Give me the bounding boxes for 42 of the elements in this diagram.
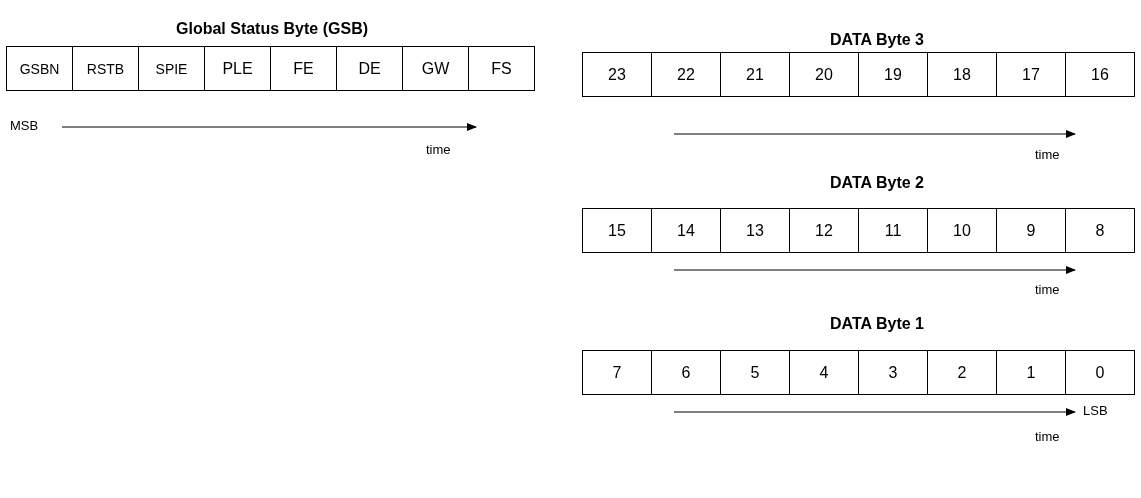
bit-cell: 10 — [927, 208, 997, 253]
bit-cell: 7 — [582, 350, 652, 395]
bit-cell: GSBN — [6, 46, 73, 91]
bit-cell: 18 — [927, 52, 997, 97]
bit-cell: 4 — [789, 350, 859, 395]
bit-cell: 2 — [927, 350, 997, 395]
bit-order-label: LSB — [1083, 403, 1108, 418]
bit-cell: 12 — [789, 208, 859, 253]
bit-cell: 8 — [1065, 208, 1135, 253]
bit-cell: 5 — [720, 350, 790, 395]
bit-cell: 14 — [651, 208, 721, 253]
bit-cell: PLE — [204, 46, 271, 91]
bit-cell: 9 — [996, 208, 1066, 253]
axis-label: time — [1035, 282, 1060, 297]
bit-order-label: MSB — [10, 118, 39, 133]
byte-heading: DATA Byte 2 — [829, 174, 925, 192]
bit-cell: 17 — [996, 52, 1066, 97]
byte-heading: Global Status Byte (GSB) — [175, 20, 369, 38]
bit-cell: 0 — [1065, 350, 1135, 395]
bit-cell: 11 — [858, 208, 928, 253]
bit-cell: 23 — [582, 52, 652, 97]
bit-cell: 16 — [1065, 52, 1135, 97]
bit-cell: FE — [270, 46, 337, 91]
bit-cell: RSTB — [72, 46, 139, 91]
bit-cell: 20 — [789, 52, 859, 97]
byte-heading: DATA Byte 1 — [829, 315, 925, 333]
byte-heading: DATA Byte 3 — [829, 31, 925, 49]
bit-cell: 3 — [858, 350, 928, 395]
bit-cell: 6 — [651, 350, 721, 395]
axis-label: time — [426, 142, 451, 157]
bit-cell: 22 — [651, 52, 721, 97]
bit-cell: SPIE — [138, 46, 205, 91]
bit-cell: GW — [402, 46, 469, 91]
bit-cell: DE — [336, 46, 403, 91]
axis-label: time — [1035, 429, 1060, 444]
axis-label: time — [1035, 147, 1060, 162]
bit-cell: FS — [468, 46, 535, 91]
bit-cell: 21 — [720, 52, 790, 97]
bit-cell: 19 — [858, 52, 928, 97]
bit-cell: 15 — [582, 208, 652, 253]
bit-cell: 1 — [996, 350, 1066, 395]
bit-cell: 13 — [720, 208, 790, 253]
